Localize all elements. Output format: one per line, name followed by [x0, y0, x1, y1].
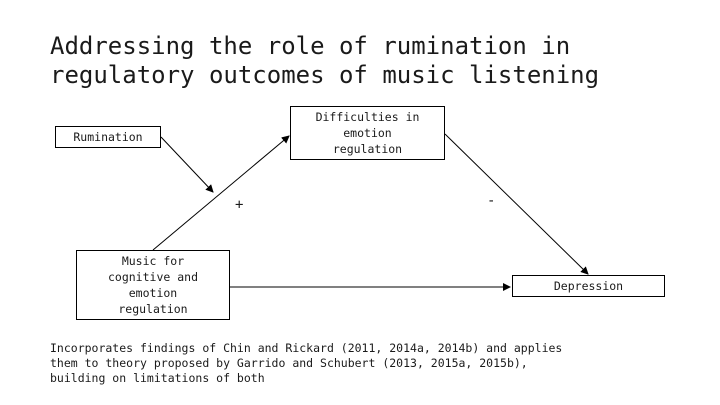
arrow-rumination-to-path — [160, 136, 214, 193]
node-depression: Depression — [512, 275, 665, 297]
arrow-music-to-difficulties — [152, 135, 290, 251]
node-rumination: Rumination — [55, 126, 161, 148]
slide-title: Addressing the role of rumination in reg… — [50, 32, 600, 89]
arrow-difficulties-to-depression — [444, 133, 589, 275]
positive-path-sign: + — [235, 197, 244, 213]
negative-path-sign: - — [487, 193, 496, 209]
node-music-cognitive-emotion-regulation: Music for cognitive and emotion regulati… — [76, 250, 230, 320]
slide-footnote: Incorporates findings of Chin and Rickar… — [50, 341, 563, 385]
node-difficulties-emotion-regulation: Difficulties in emotion regulation — [290, 106, 445, 160]
